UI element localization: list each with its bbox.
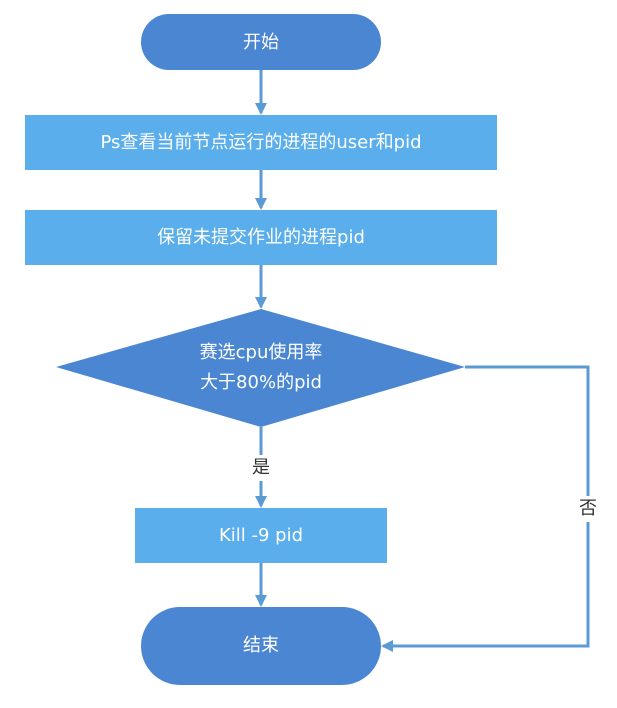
keep-label: 保留未提交作业的进程pid	[157, 227, 365, 248]
node-keep: 保留未提交作业的进程pid	[25, 210, 497, 265]
ps-label: Ps查看当前节点运行的进程的user和pid	[100, 132, 421, 153]
end-label: 结束	[243, 635, 279, 656]
decision-label-line1: 赛选cpu使用率	[200, 342, 323, 363]
node-start: 开始	[141, 14, 381, 70]
edge-decision-to-end-no	[381, 365, 590, 652]
keep-process-shape	[25, 210, 497, 265]
ps-process-shape	[25, 115, 497, 170]
decision-label-line2: 大于80%的pid	[200, 372, 322, 393]
node-end: 结束	[141, 607, 381, 685]
edge-label-no: 否	[579, 498, 597, 519]
node-kill: Kill -9 pid	[135, 508, 387, 563]
node-ps: Ps查看当前节点运行的进程的user和pid	[25, 115, 497, 170]
start-label: 开始	[243, 32, 279, 53]
kill-label: Kill -9 pid	[219, 525, 303, 546]
end-terminal-shape	[141, 607, 381, 685]
edge-label-yes: 是	[252, 457, 270, 478]
start-terminal-shape	[141, 14, 381, 70]
node-decision: 赛选cpu使用率 大于80%的pid	[56, 309, 465, 427]
yes-label-bg	[245, 455, 277, 481]
kill-process-shape	[135, 508, 387, 563]
decision-diamond-shape	[56, 309, 465, 427]
no-label-bg	[574, 496, 602, 522]
